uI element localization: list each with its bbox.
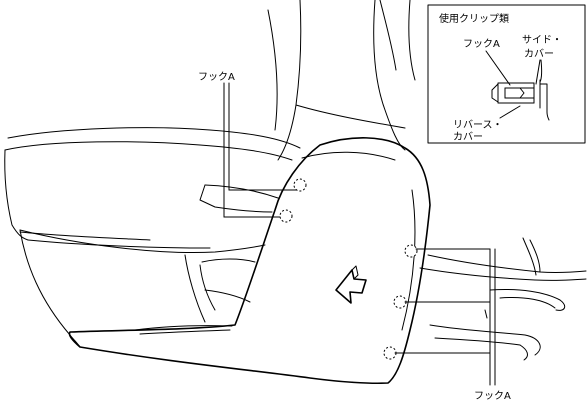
inset-reverse-cover-label-line2: カバー	[453, 131, 483, 143]
inset-hook-a-label: フックA	[463, 38, 500, 50]
hook-a-marker	[279, 209, 293, 223]
hook-a-label-top: フックA	[198, 71, 235, 83]
inset-side-cover-label-line2: カバー	[524, 48, 554, 60]
clip-types-inset: 使用クリップ類 フックA サイド・ カバー リバース・ カバー	[427, 4, 586, 144]
inset-reverse-cover-label-line1: リバース・	[453, 119, 503, 131]
hook-a-callout-bottom: フックA	[383, 244, 511, 402]
hook-a-callout-top: フックA	[198, 71, 307, 223]
hook-a-marker	[383, 346, 397, 360]
seat-cushion	[4, 127, 301, 249]
seat-back-outline	[267, 0, 416, 161]
hook-a-marker	[404, 244, 418, 258]
hook-a-marker	[393, 295, 407, 309]
hook-cross-section	[491, 59, 550, 121]
inset-side-cover-label-line1: サイド・	[522, 34, 562, 46]
inset-frame	[427, 4, 586, 144]
seat-rail-parts	[419, 237, 587, 361]
hook-a-label-bottom: フックA	[474, 390, 511, 402]
inset-title: 使用クリップ類	[439, 12, 509, 25]
hook-a-marker	[293, 178, 307, 192]
removal-direction-arrow	[335, 265, 367, 304]
